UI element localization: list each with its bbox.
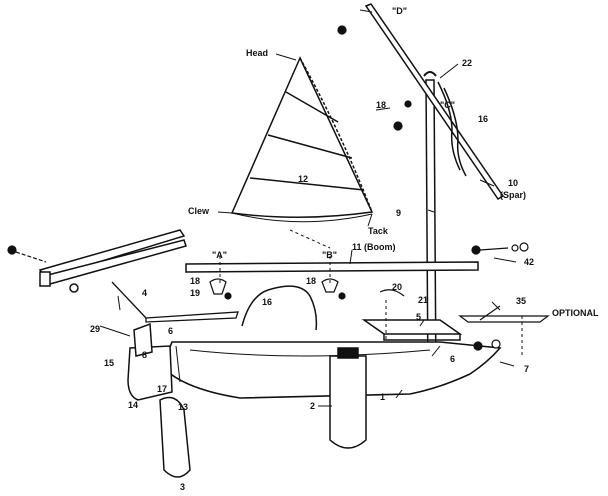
callout-16-mast: 16 xyxy=(478,114,488,124)
callout-17: 17 xyxy=(157,384,167,394)
label-boom: 11 (Boom) xyxy=(352,242,396,252)
label-optional: OPTIONAL xyxy=(552,308,599,318)
callout-6-deck: 6 xyxy=(450,354,455,364)
callout-35: 35 xyxy=(516,296,526,306)
callout-6-rudder: 6 xyxy=(168,326,173,336)
label-spar-word: (Spar) xyxy=(500,190,526,200)
boom xyxy=(185,261,479,273)
label-a: "A" xyxy=(212,250,227,260)
label-clew: Clew xyxy=(188,206,210,216)
rudder-blade xyxy=(159,396,191,478)
optional-plate xyxy=(458,305,550,323)
callout-16-boom: 16 xyxy=(262,297,272,307)
mast-fittings xyxy=(337,25,529,351)
callout-14: 14 xyxy=(128,400,138,410)
callout-20: 20 xyxy=(392,282,402,292)
hardware-bolt xyxy=(7,245,47,263)
callout-18-boom-left: 18 xyxy=(190,276,200,286)
label-d: "D" xyxy=(392,6,407,16)
rudder-head xyxy=(127,322,173,401)
callout-12: 12 xyxy=(298,174,308,184)
callout-22: 22 xyxy=(462,58,472,68)
callout-13: 13 xyxy=(178,402,188,412)
callout-2: 2 xyxy=(310,401,315,411)
halyard-rope xyxy=(437,81,467,177)
callout-18-mast: 18 xyxy=(376,100,386,110)
callout-4: 4 xyxy=(142,288,147,298)
label-head: Head xyxy=(246,48,268,58)
callout-21: 21 xyxy=(418,295,428,305)
tiller-extension xyxy=(111,281,239,323)
callout-42: 42 xyxy=(524,257,534,267)
assembly-lines xyxy=(219,229,523,356)
callout-19: 19 xyxy=(190,288,200,298)
callout-8: 8 xyxy=(142,350,147,360)
sail xyxy=(230,56,374,223)
label-b: "B" xyxy=(322,250,337,260)
callout-5: 5 xyxy=(416,312,421,322)
spar xyxy=(364,3,505,201)
callout-29: 29 xyxy=(90,324,100,334)
label-spar-number: 10 xyxy=(508,178,518,188)
deck-seat xyxy=(361,319,463,341)
centerboard xyxy=(329,347,367,449)
callout-15: 15 xyxy=(104,358,114,368)
callout-9: 9 xyxy=(396,208,401,218)
tiller-assembly xyxy=(38,229,187,293)
boom-fittings xyxy=(209,278,405,300)
label-tack: Tack xyxy=(368,226,389,236)
mainsheet-rope xyxy=(241,285,318,331)
diagram-labels: Head Clew Tack "A" "B" "C" "D" OPTIONAL … xyxy=(90,6,599,492)
callout-18-boom-right: 18 xyxy=(306,276,316,286)
label-c: "C" xyxy=(440,100,455,110)
leader-lines xyxy=(99,9,517,407)
callout-1: 1 xyxy=(380,392,385,402)
callout-7: 7 xyxy=(524,364,529,374)
mast xyxy=(423,71,437,383)
callout-3: 3 xyxy=(180,482,185,491)
